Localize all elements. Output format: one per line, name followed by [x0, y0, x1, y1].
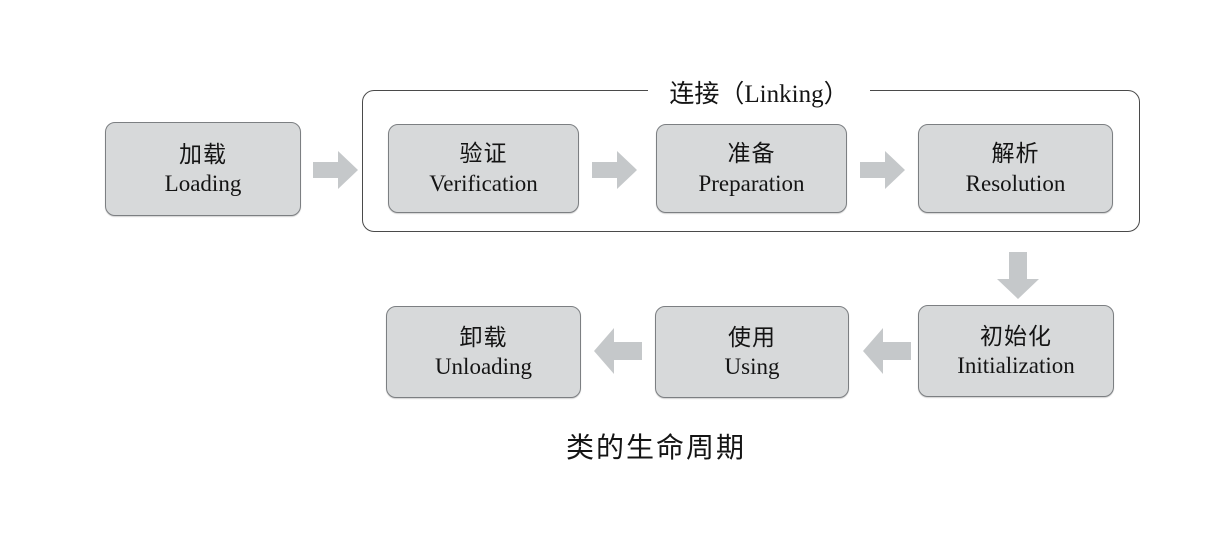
node-unloading-en: Unloading [434, 354, 533, 379]
node-initialization-cn: 初始化 [980, 323, 1052, 349]
node-resolution[interactable]: 解析 Resolution [918, 124, 1113, 213]
node-using-cn: 使用 [728, 324, 776, 350]
node-loading-en: Loading [164, 171, 242, 196]
arrow-verification-to-preparation [592, 150, 638, 190]
node-verification-en: Verification [429, 170, 538, 196]
node-resolution-en: Resolution [965, 170, 1066, 196]
linking-group-label: 连接（Linking） [648, 74, 870, 110]
node-using-en: Using [724, 354, 780, 379]
arrow-using-to-unloading [593, 327, 643, 375]
node-preparation-en: Preparation [698, 170, 805, 196]
node-preparation[interactable]: 准备 Preparation [656, 124, 847, 213]
node-unloading[interactable]: 卸载 Unloading [386, 306, 581, 398]
arrow-linking-to-initialization [996, 252, 1040, 300]
node-loading-cn: 加载 [179, 141, 227, 167]
arrow-loading-to-verification [313, 150, 359, 190]
node-unloading-cn: 卸载 [459, 324, 508, 350]
arrow-initialization-to-using [862, 327, 912, 375]
node-verification[interactable]: 验证 Verification [388, 124, 579, 213]
node-initialization-en: Initialization [957, 353, 1075, 378]
node-initialization[interactable]: 初始化 Initialization [918, 305, 1114, 397]
diagram-caption: 类的生命周期 [566, 433, 747, 464]
node-preparation-cn: 准备 [727, 141, 776, 167]
node-resolution-cn: 解析 [991, 141, 1040, 167]
node-using[interactable]: 使用 Using [655, 306, 849, 398]
arrow-preparation-to-resolution [860, 150, 906, 190]
node-loading[interactable]: 加载 Loading [105, 122, 301, 216]
node-verification-cn: 验证 [459, 141, 508, 167]
